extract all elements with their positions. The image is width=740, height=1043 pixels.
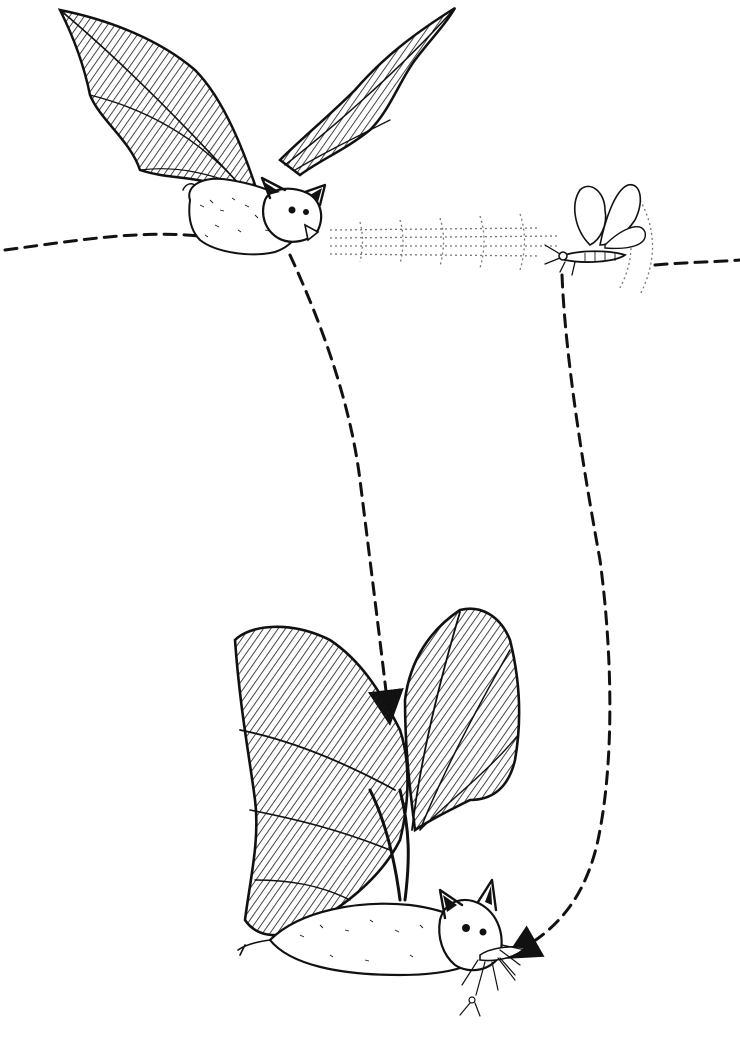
bat-right-wing (280, 8, 455, 175)
moth-wing-upper (575, 186, 606, 245)
horizontal-flight-path-right (655, 260, 740, 265)
bat-in-flight (60, 8, 455, 254)
moth-fall-path (520, 275, 610, 950)
horizontal-flight-path-left (5, 234, 215, 250)
moth-in-flight (545, 185, 645, 275)
lower-bat-right-wing (405, 609, 519, 830)
bat-catching-moth (235, 609, 525, 1016)
